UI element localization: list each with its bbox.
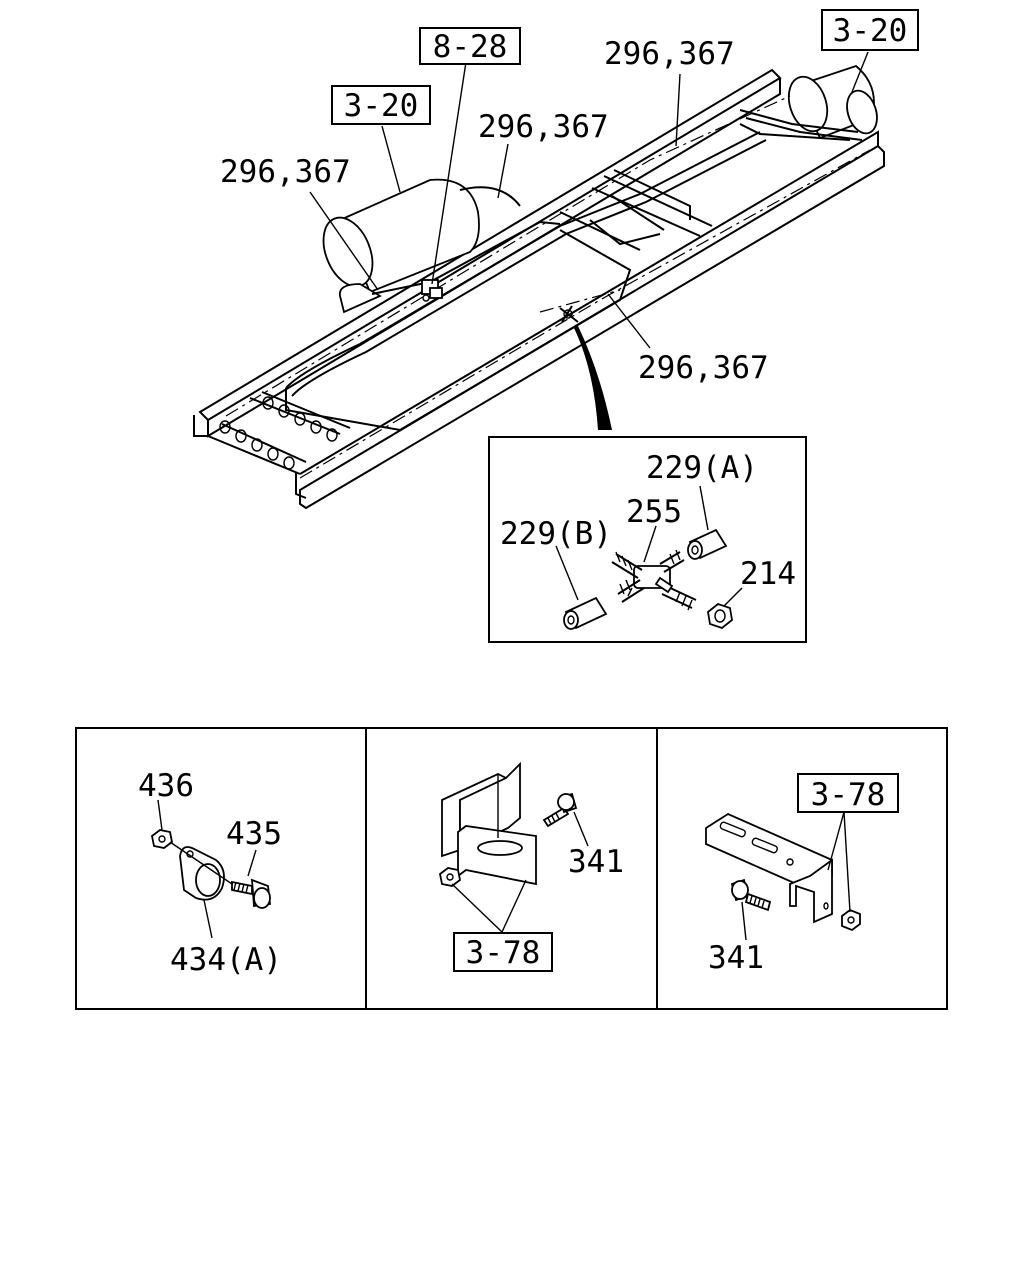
sleeve-229b xyxy=(563,596,608,630)
part-label-296-367-mid: 296,367 xyxy=(478,109,609,145)
part-label-214: 214 xyxy=(740,556,796,592)
ref-box-8-28: 8-28 xyxy=(419,27,521,65)
part-label-435: 435 xyxy=(226,816,282,852)
slotted-bracket xyxy=(705,812,833,924)
svg-text:3-20: 3-20 xyxy=(344,88,419,124)
nut-right xyxy=(841,908,861,932)
chassis-frame-illustration xyxy=(193,64,885,510)
panel-right-bracket: 3-78 341 xyxy=(705,773,899,976)
part-label-296-367-top: 296,367 xyxy=(604,36,735,72)
ref-box-3-78-middle: 3-78 xyxy=(453,932,553,972)
part-label-296-367-left: 296,367 xyxy=(220,154,351,190)
svg-text:3-20: 3-20 xyxy=(833,13,908,49)
four-way-joint-location xyxy=(559,305,579,323)
svg-text:8-28: 8-28 xyxy=(433,29,508,65)
ref-box-3-20-top-right: 3-20 xyxy=(821,9,919,51)
panel-middle-bracket: 341 3-78 xyxy=(439,761,624,972)
part-label-341-middle: 341 xyxy=(568,844,624,880)
ref-box-3-20-left: 3-20 xyxy=(331,85,431,125)
svg-text:3-78: 3-78 xyxy=(466,935,541,971)
nut-214 xyxy=(707,602,733,630)
panel-left-clip: 436 435 434(A) xyxy=(138,768,282,978)
part-label-296-367-lower: 296,367 xyxy=(638,350,769,386)
part-label-341-right: 341 xyxy=(708,940,764,976)
joint-detail-box: 229(A) 255 229(B) 214 xyxy=(488,436,807,643)
crossmember-holes xyxy=(219,396,338,470)
part-label-255: 255 xyxy=(626,494,682,530)
main-leader-lines xyxy=(309,51,869,349)
brake-pipe-run xyxy=(285,109,863,432)
nut-middle xyxy=(439,867,461,887)
part-label-229b: 229(B) xyxy=(500,516,612,552)
mounting-bracket xyxy=(441,761,537,886)
clip-434a xyxy=(179,846,225,901)
part-label-229a: 229(A) xyxy=(646,450,758,486)
bolt-341-middle xyxy=(542,792,578,828)
pipe-clip xyxy=(421,279,443,302)
nut-436 xyxy=(151,829,173,849)
detail-callout-arrow xyxy=(574,326,612,430)
ref-box-3-78-right: 3-78 xyxy=(797,773,899,813)
bolt-435 xyxy=(231,878,271,909)
left-tank xyxy=(322,178,521,314)
part-label-434a: 434(A) xyxy=(170,942,282,978)
bolt-341-right xyxy=(730,878,772,912)
svg-text:3-78: 3-78 xyxy=(811,777,886,813)
four-way-joint-255 xyxy=(611,549,697,611)
sleeve-229a xyxy=(687,528,728,560)
right-tank xyxy=(787,64,878,140)
part-label-436: 436 xyxy=(138,768,194,804)
